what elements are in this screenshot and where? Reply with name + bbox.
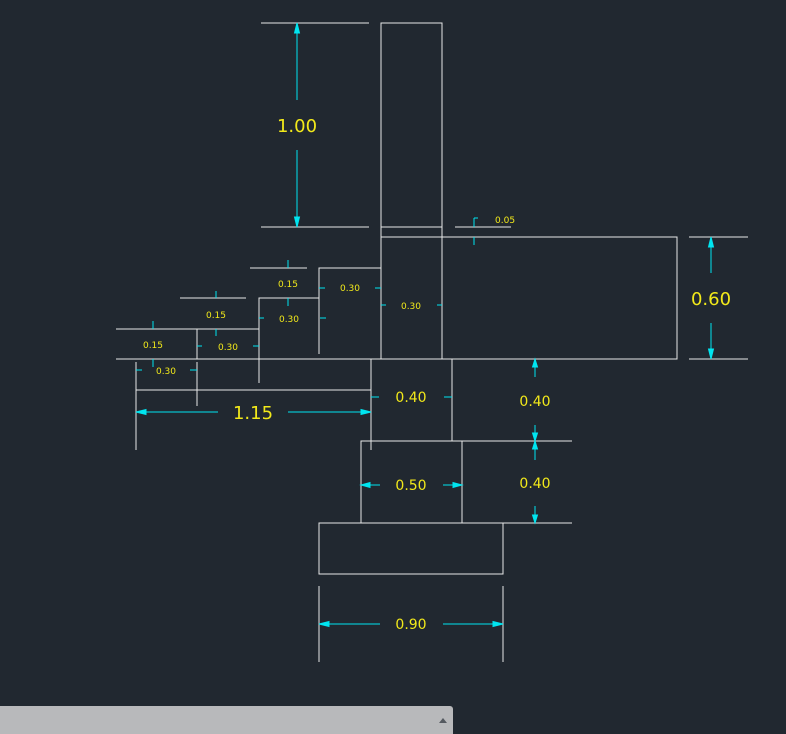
- dim-lower-pedestal-width: 0.50: [395, 478, 426, 494]
- dim-upper-pedestal-width: 0.40: [395, 390, 426, 406]
- dim-step2-run: 0.30: [279, 315, 299, 325]
- dim-gap: 0.05: [495, 216, 515, 226]
- triangle-up-icon[interactable]: [439, 718, 447, 723]
- dim-footing-width: 0.90: [395, 617, 426, 633]
- dim-slab-height: 0.60: [691, 289, 731, 310]
- step-3-outline: [318, 267, 381, 354]
- slab-outline: [442, 236, 678, 360]
- outline-geometry: [116, 22, 678, 575]
- dim-lower-pedestal-height: 0.40: [519, 476, 550, 492]
- dim-step2-rise: 0.15: [206, 311, 226, 321]
- dim-top-height: 1.00: [277, 116, 317, 137]
- footing-outline: [318, 522, 504, 575]
- dim-step3-rise: 0.15: [278, 280, 298, 290]
- dimension-lines: [135, 22, 715, 628]
- bottom-panel-bar[interactable]: [0, 706, 453, 734]
- dim-total-run: 1.15: [233, 403, 273, 424]
- dim-upper-pedestal-height: 0.40: [519, 394, 550, 410]
- dim-step1-rise: 0.15: [143, 341, 163, 351]
- dim-column-width: 0.30: [401, 302, 421, 312]
- extension-lines: [135, 22, 748, 662]
- dim-step1-run: 0.30: [218, 343, 238, 353]
- dim-step3-run: 0.30: [340, 284, 360, 294]
- dimension-labels: 1.00 0.05 0.60 0.30 0.15 0.30 0.15 0.30 …: [143, 116, 731, 633]
- dim-base-run: 0.30: [156, 367, 176, 377]
